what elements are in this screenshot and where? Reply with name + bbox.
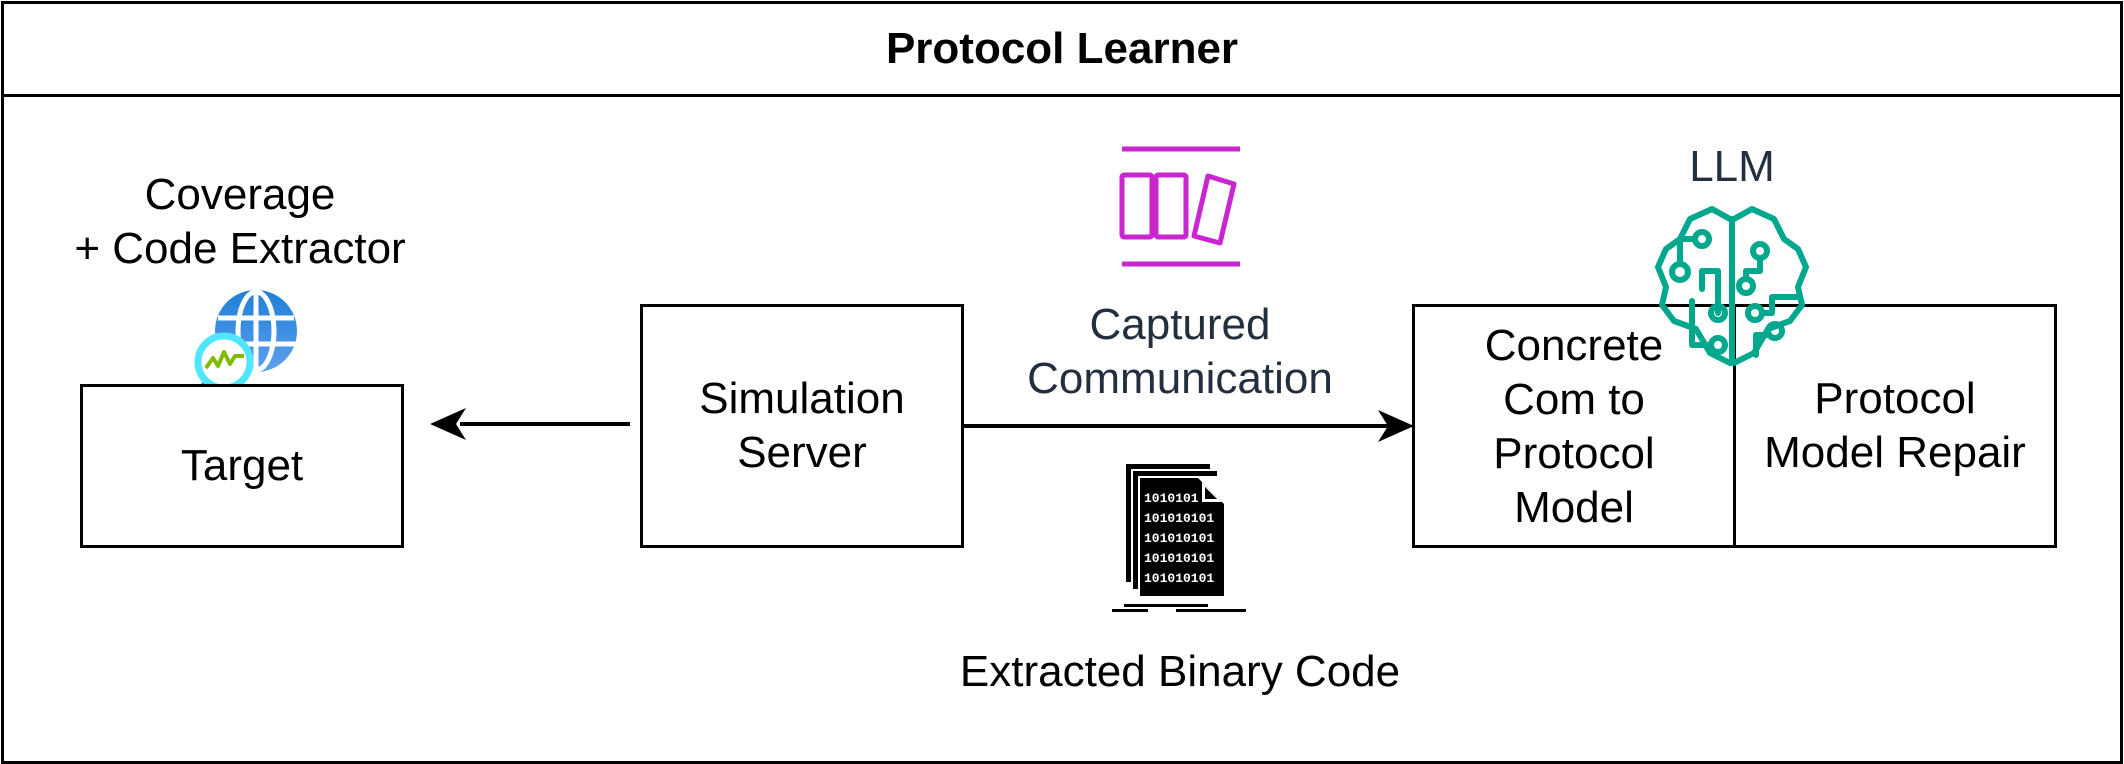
target-node[interactable]: Target — [80, 384, 404, 548]
concrete-label-line1: Concrete — [1484, 321, 1664, 370]
svg-text:101010101: 101010101 — [1144, 571, 1214, 586]
coverage-label-line2: + Code Extractor — [74, 224, 406, 273]
simulation-server-label-line2: Server — [737, 428, 867, 477]
concrete-label-line2: Com to — [1503, 375, 1645, 424]
arrowhead-icon — [430, 408, 466, 440]
diagram-title: Protocol Learner — [885, 24, 1239, 73]
binary-document-stack-icon: 1010101 101010101 101010101 101010101 10… — [1112, 464, 1246, 612]
svg-text:101010101: 101010101 — [1144, 551, 1214, 566]
arrowhead-icon — [1378, 410, 1414, 442]
captured-label-line2: Communication — [1027, 354, 1333, 403]
extracted-binary-code-label: Extracted Binary Code — [959, 647, 1401, 696]
edge-server-to-target — [430, 408, 630, 440]
model-repair-node[interactable]: Protocol Model Repair — [1733, 304, 2057, 548]
repair-label-line2: Model Repair — [1764, 428, 2026, 477]
repair-label-line1: Protocol — [1814, 374, 1976, 423]
concrete-label-line3: Protocol — [1493, 429, 1655, 478]
edge-server-to-concrete — [962, 410, 1414, 442]
captured-label-line1: Captured — [1089, 300, 1271, 349]
simulation-server-node[interactable]: Simulation Server — [640, 304, 964, 548]
coverage-label-line1: Coverage — [144, 170, 336, 219]
title-bar: Protocol Learner — [4, 4, 2120, 97]
message-queue-icon — [1119, 146, 1240, 267]
concrete-label-line4: Model — [1514, 483, 1634, 532]
simulation-server-label-line1: Simulation — [699, 374, 905, 423]
llm-label: LLM — [1689, 142, 1775, 191]
svg-text:1010101: 1010101 — [1144, 491, 1199, 506]
svg-text:101010101: 101010101 — [1144, 531, 1214, 546]
svg-text:101010101: 101010101 — [1144, 511, 1214, 526]
captured-communication-label: Captured Communication — [980, 298, 1380, 406]
target-label: Target — [180, 441, 304, 490]
coverage-extractor-label: Coverage + Code Extractor — [40, 168, 440, 276]
circuit-brain-icon — [1655, 206, 1809, 366]
concrete-com-node[interactable]: Concrete Com to Protocol Model — [1412, 304, 1736, 548]
